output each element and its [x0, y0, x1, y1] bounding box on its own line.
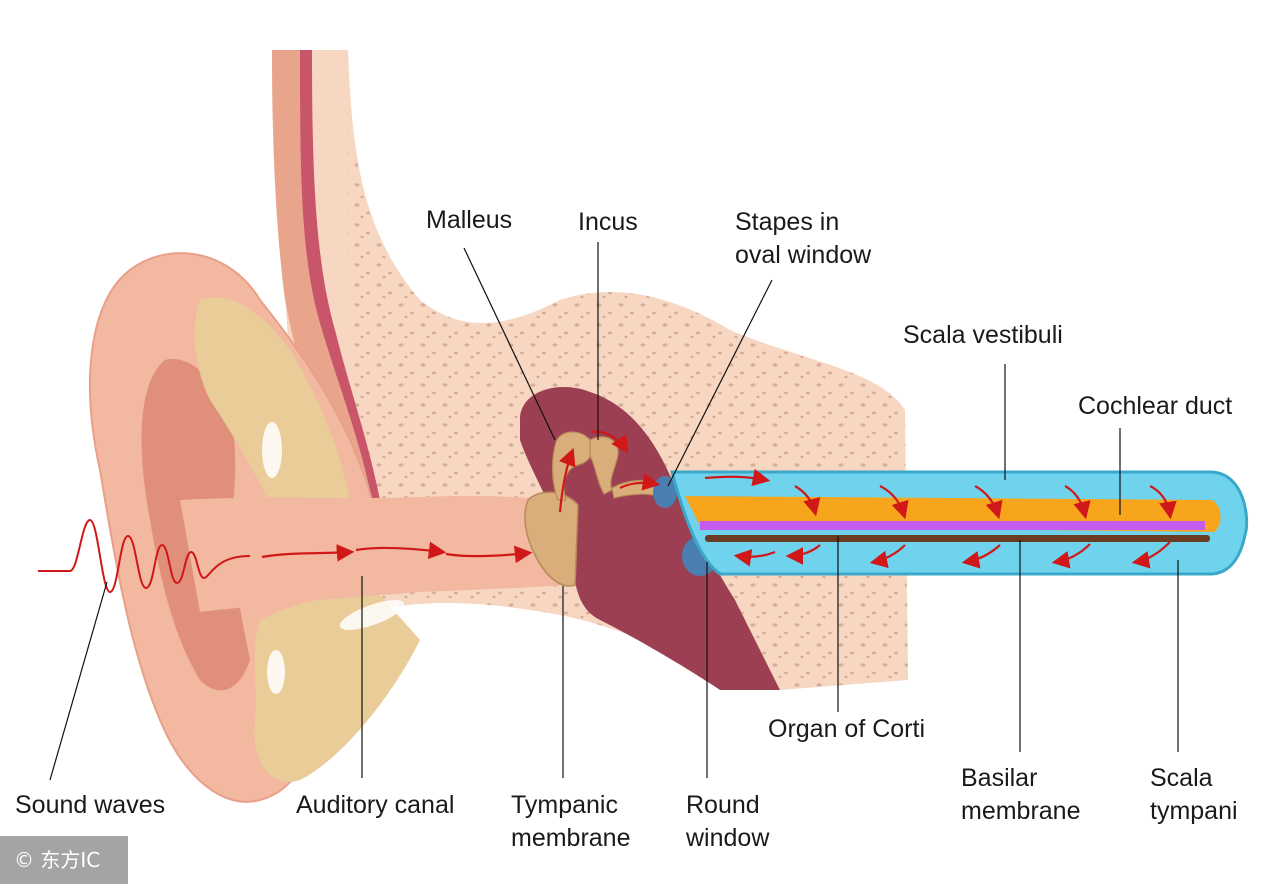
label-round-line2: window	[685, 824, 770, 852]
leader-lines	[49, 242, 1179, 781]
label-incus: Incus	[578, 208, 638, 236]
skull-wall	[272, 50, 372, 500]
cartilage-highlight-3	[339, 600, 405, 630]
auditory-canal	[180, 496, 570, 612]
sound-wave	[38, 518, 251, 594]
ear-cartilage-lower	[254, 593, 420, 782]
label-sound-waves: Sound waves	[15, 791, 165, 819]
label-scala-tympani-line2: tympani	[1150, 797, 1238, 825]
label-scala-tympani-line1: Scala	[1150, 764, 1213, 792]
ear-cartilage-upper	[194, 297, 350, 505]
label-basilar-line2: membrane	[961, 797, 1081, 825]
label-auditory-canal: Auditory canal	[296, 791, 454, 819]
label-stapes-line1: Stapes in	[735, 208, 839, 236]
middle-ear-cavity	[520, 387, 780, 690]
tympanic-membrane-shape	[524, 491, 579, 587]
organ-of-corti	[705, 535, 1210, 542]
basilar-membrane	[700, 521, 1205, 530]
cartilage-highlight-4	[267, 650, 285, 694]
label-scala-vestibuli: Scala vestibuli	[903, 321, 1063, 349]
label-stapes-line2: oval window	[735, 241, 872, 269]
label-cochlear-duct: Cochlear duct	[1078, 392, 1232, 420]
watermark: © 东方IC	[0, 836, 128, 884]
label-tympanic-line1: Tympanic	[511, 791, 618, 819]
cartilage-highlight-1	[262, 422, 282, 478]
signal-arrows	[261, 430, 1177, 569]
label-malleus: Malleus	[426, 206, 512, 234]
label-basilar-line1: Basilar	[961, 764, 1037, 792]
label-round-line1: Round	[686, 791, 760, 819]
skull-wall-inner	[300, 50, 380, 500]
label-organ-of-corti: Organ of Corti	[768, 715, 925, 743]
label-tympanic-line2: membrane	[511, 824, 631, 852]
